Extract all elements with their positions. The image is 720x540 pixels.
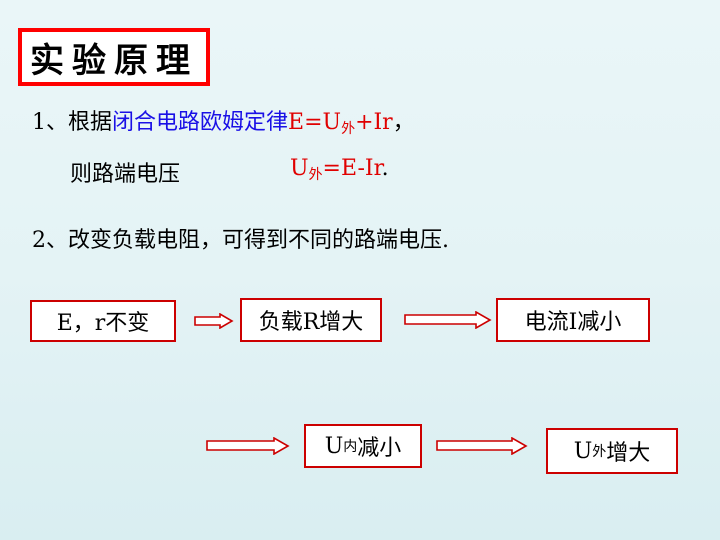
double-arrow-icon [194,313,234,329]
law-name: 闭合电路欧姆定律 [112,110,289,135]
formula-emf-subscript: 外 [341,121,356,137]
box5-symbol: U [573,438,593,464]
formula-voltage-part-b: =E-Ir [322,156,382,181]
line2-text: 则路端电压 [70,162,181,187]
slide-title: 实验原理 [30,40,198,81]
formula-voltage-part-a: U [290,156,309,181]
double-arrow-icon [404,311,492,329]
double-arrow-icon [206,437,290,455]
formula-voltage: U外=E-Ir [290,156,382,183]
box5-text: 增大 [606,441,651,466]
line1-prefix: 1、根据 [32,110,112,135]
title-box: 实验原理 [18,28,210,86]
box4-subscript: 内 [343,439,358,455]
flow-box-load-increase: 负载R增大 [240,298,382,342]
formula-emf-part-a: E=U [288,110,342,135]
formula-emf: E=U外+Ir [288,110,393,137]
line1-suffix: ， [392,110,415,135]
terminal-voltage-formula: U外=E-Ir. [290,156,389,184]
double-arrow-icon [436,437,528,455]
box5-subscript: 外 [592,444,607,460]
line2-period: . [381,156,389,181]
statement-line-3: 2、改变负载电阻，可得到不同的路端电压. [32,228,449,253]
box4-text: 减小 [357,436,402,461]
flow-box-current-decrease: 电流I减小 [496,298,650,342]
statement-line-2: 则路端电压 [70,156,180,188]
formula-voltage-subscript: 外 [308,167,323,183]
statement-line-1: 1、根据闭合电路欧姆定律E=U外+Ir， [32,104,415,138]
flow-box-emf-constant: E，r不变 [30,300,176,342]
box4-symbol: U [324,433,344,459]
formula-emf-part-b: +Ir [355,110,393,135]
